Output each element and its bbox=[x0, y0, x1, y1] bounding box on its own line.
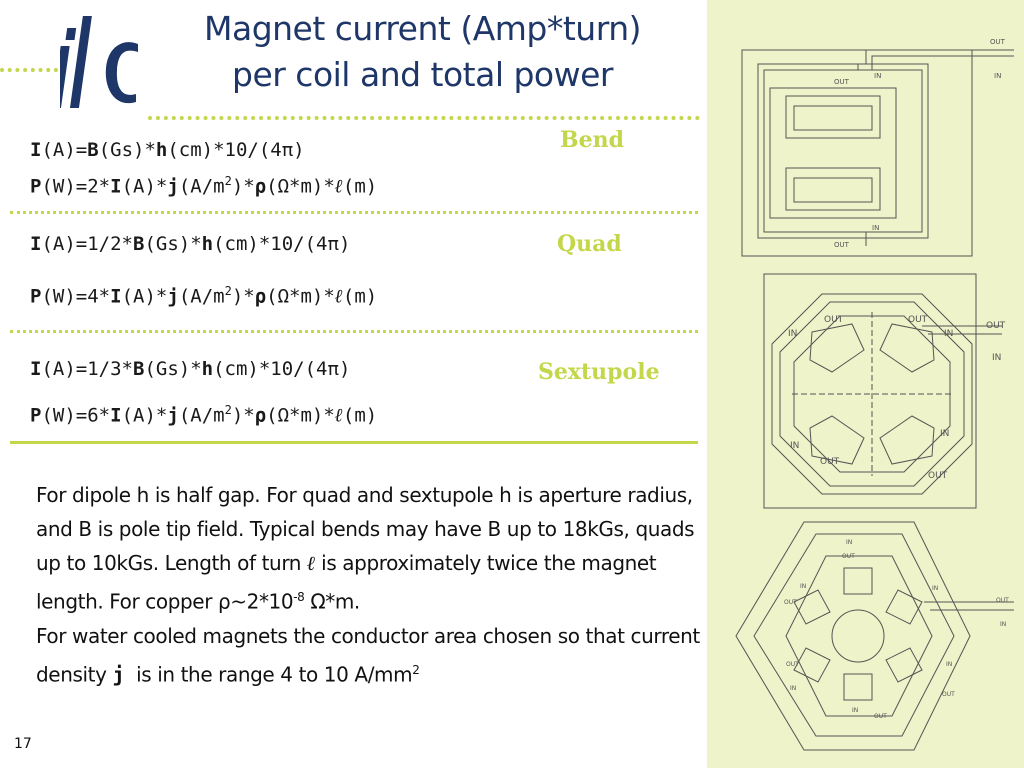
svg-text:OUT: OUT bbox=[784, 599, 797, 606]
svg-text:OUT: OUT bbox=[928, 471, 948, 481]
svg-text:IN: IN bbox=[872, 224, 879, 232]
svg-text:OUT: OUT bbox=[842, 553, 855, 560]
separator-solid bbox=[10, 441, 698, 444]
ilc-logo bbox=[60, 16, 138, 108]
svg-text:IN: IN bbox=[790, 441, 799, 451]
svg-text:IN: IN bbox=[944, 329, 953, 339]
logo-dot-line bbox=[0, 68, 58, 72]
page-number: 17 bbox=[14, 736, 32, 752]
title-line-2: per coil and total power bbox=[232, 55, 614, 94]
svg-text:IN: IN bbox=[940, 429, 949, 439]
svg-text:OUT: OUT bbox=[824, 315, 844, 325]
svg-text:IN: IN bbox=[874, 72, 881, 80]
svg-text:OUT: OUT bbox=[820, 457, 840, 467]
sextupole-power-formula: P(W)=6*I(A)*j(A/m2)*ρ(Ω*m)*ℓ(m) bbox=[30, 403, 378, 427]
dipole-magnet-diagram: OUT IN OUT IN IN OUT bbox=[741, 38, 1014, 257]
svg-text:OUT: OUT bbox=[942, 691, 955, 698]
svg-text:IN: IN bbox=[852, 707, 858, 714]
quad-power-formula: P(W)=4*I(A)*j(A/m2)*ρ(Ω*m)*ℓ(m) bbox=[30, 284, 378, 308]
sextupole-magnet-diagram: IN OUT IN OUT IN OUT IN OUT IN IN OUT IN… bbox=[735, 521, 1014, 751]
bend-power-formula: P(W)=2*I(A)*j(A/m2)*ρ(Ω*m)*ℓ(m) bbox=[30, 174, 378, 198]
svg-text:IN: IN bbox=[932, 585, 938, 592]
svg-text:IN: IN bbox=[994, 72, 1001, 80]
title-line-1: Magnet current (Amp*turn) bbox=[204, 9, 642, 48]
svg-text:IN: IN bbox=[846, 539, 852, 546]
sextupole-current-formula: I(A)=1/3*B(Gs)*h(cm)*10/(4π) bbox=[30, 358, 351, 380]
svg-text:OUT: OUT bbox=[986, 321, 1006, 331]
svg-text:IN: IN bbox=[1000, 621, 1006, 628]
svg-text:OUT: OUT bbox=[874, 713, 887, 720]
svg-text:OUT: OUT bbox=[996, 597, 1009, 604]
svg-text:OUT: OUT bbox=[786, 661, 799, 668]
bend-label: Bend bbox=[560, 127, 624, 153]
explanation-paragraph-2: For water cooled magnets the conductor a… bbox=[36, 623, 700, 687]
title-dot-line bbox=[148, 116, 700, 120]
svg-text:IN: IN bbox=[946, 661, 952, 668]
svg-text:IN: IN bbox=[790, 685, 796, 692]
right-panel bbox=[707, 0, 1024, 768]
svg-text:OUT: OUT bbox=[834, 241, 850, 249]
svg-text:OUT: OUT bbox=[990, 38, 1006, 46]
svg-text:IN: IN bbox=[788, 329, 797, 339]
slide-title: Magnet current (Amp*turn) per coil and t… bbox=[150, 6, 695, 98]
separator-1 bbox=[10, 211, 698, 214]
svg-text:OUT: OUT bbox=[834, 78, 850, 86]
sextupole-label: Sextupole bbox=[538, 359, 660, 385]
quad-current-formula: I(A)=1/2*B(Gs)*h(cm)*10/(4π) bbox=[30, 233, 351, 255]
explanation-paragraph-1: For dipole h is half gap. For quad and s… bbox=[36, 483, 695, 614]
svg-text:IN: IN bbox=[992, 353, 1001, 363]
svg-text:OUT: OUT bbox=[908, 315, 928, 325]
explanation-text: For dipole h is half gap. For quad and s… bbox=[36, 478, 701, 691]
bend-current-formula: I(A)=B(Gs)*h(cm)*10/(4π) bbox=[30, 139, 305, 161]
quadrupole-magnet-diagram: OUT OUT IN IN OUT IN IN IN OUT OUT bbox=[763, 273, 1006, 509]
quad-label: Quad bbox=[557, 231, 622, 257]
svg-text:IN: IN bbox=[800, 583, 806, 590]
separator-2 bbox=[10, 330, 698, 333]
